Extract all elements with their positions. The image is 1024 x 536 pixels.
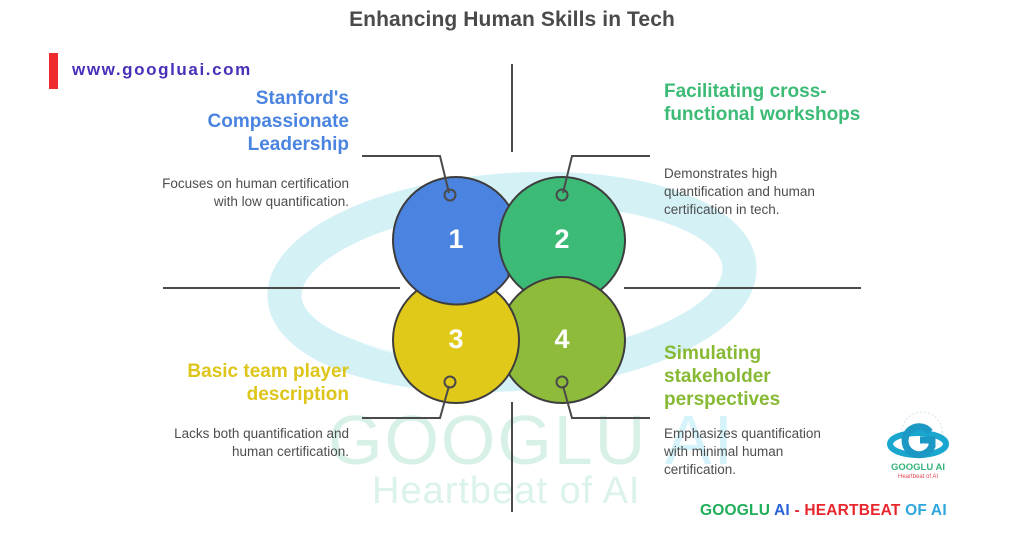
quadrant-1-heading: Stanford's Compassionate Leadership [207, 88, 349, 155]
watermark-text: GOOGLU AI [328, 401, 736, 479]
watermark-subtext: Heartbeat of AI [372, 470, 641, 512]
circle-number-3: 3 [448, 324, 464, 354]
page-title: Enhancing Human Skills in Tech [349, 8, 675, 31]
axis-lines [163, 64, 861, 512]
circle-number-4: 4 [554, 324, 570, 354]
googlu-logo: GOOGLU AI Heartbeat of AI [878, 410, 958, 500]
circle-number-2: 2 [554, 224, 570, 254]
quadrant-4-description: Emphasizes quantification with minimal h… [664, 426, 821, 477]
circle-number-1: 1 [448, 224, 464, 254]
url-accent-bar [49, 53, 58, 89]
logo-tagline: Heartbeat of AI [897, 474, 939, 480]
quadrant-3-description: Lacks both quantification and human cert… [174, 426, 349, 459]
logo-name: GOOGLU AI [890, 462, 945, 473]
quadrant-2-description: Demonstrates high quantification and hum… [664, 166, 815, 217]
website-url: www.googluai.com [72, 60, 252, 79]
brand-footer: GOOGLU AI - HEARTBEAT OF AI [700, 502, 947, 519]
globe-g-icon [887, 411, 949, 459]
quadrant-3-heading: Basic team player description [187, 361, 349, 405]
quadrant-2-heading: Facilitating cross-functional workshops [664, 81, 861, 125]
quadrant-4-heading: Simulating stakeholder perspectives [664, 343, 781, 410]
quadrant-1-description: Focuses on human certification with low … [162, 176, 349, 209]
